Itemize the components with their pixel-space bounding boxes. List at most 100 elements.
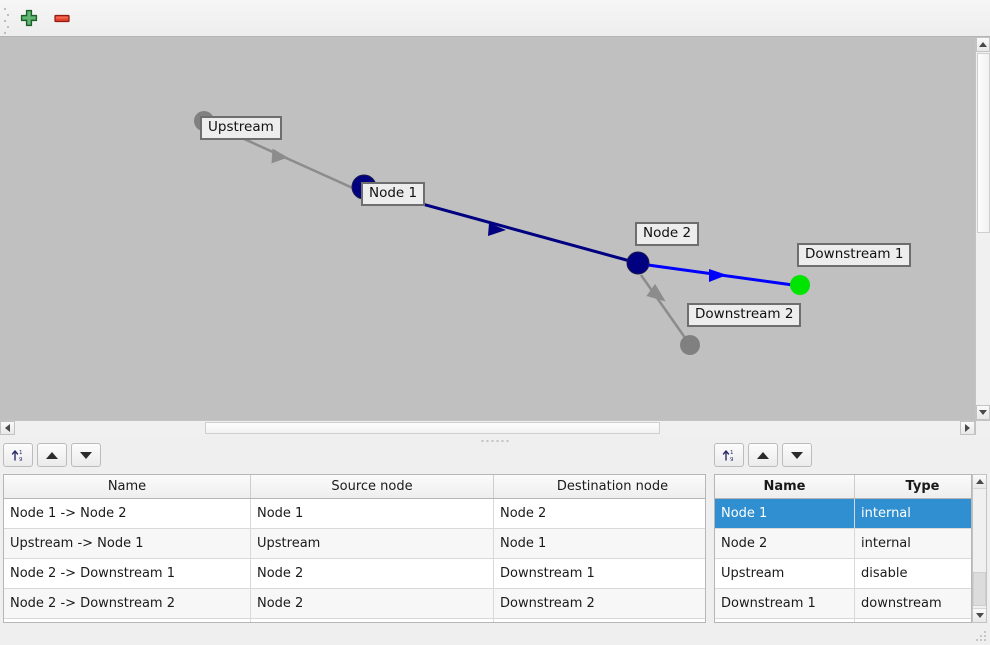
empty-cell bbox=[715, 618, 855, 622]
nodes-col-name[interactable]: Name bbox=[715, 475, 855, 499]
canvas-hscroll-thumb[interactable] bbox=[205, 422, 660, 434]
table-row[interactable]: Node 2 -> Downstream 2 Node 2 Downstream… bbox=[4, 588, 705, 619]
nodes-col-type[interactable]: Type bbox=[854, 475, 971, 499]
edge-source-cell: Upstream bbox=[250, 528, 494, 559]
svg-text:9: 9 bbox=[19, 457, 23, 463]
add-node-button[interactable] bbox=[15, 5, 43, 31]
table-row[interactable]: Upstream -> Node 1 Upstream Node 1 bbox=[4, 528, 705, 559]
node-type-cell: disable bbox=[854, 558, 971, 589]
main-toolbar bbox=[0, 0, 990, 37]
chevron-left-icon bbox=[5, 424, 10, 432]
table-row-empty[interactable] bbox=[715, 618, 971, 622]
triangle-up-icon bbox=[757, 451, 769, 459]
canvas-vscroll-thumb[interactable] bbox=[977, 53, 990, 233]
node-name-cell: Upstream bbox=[715, 558, 855, 589]
graph-node-downstream2[interactable] bbox=[680, 335, 700, 355]
svg-text:9: 9 bbox=[730, 457, 734, 463]
splitter-grip bbox=[481, 440, 509, 442]
table-row[interactable]: Node 2 -> Downstream 1 Node 2 Downstream… bbox=[4, 558, 705, 589]
node-name-cell: Node 2 bbox=[715, 528, 855, 559]
empty-cell bbox=[250, 618, 494, 622]
edges-col-destination[interactable]: Destination node bbox=[493, 475, 705, 499]
graph-canvas-area: Upstream Node 1 Node 2 Downstream 1 Down… bbox=[0, 37, 990, 435]
edges-col-name[interactable]: Name bbox=[4, 475, 251, 499]
edges-move-down-button[interactable] bbox=[71, 443, 101, 467]
nodes-panel: 1 9 Name Type bbox=[711, 443, 990, 623]
nodes-panel-toolbar: 1 9 bbox=[711, 443, 990, 468]
node-type-cell: downstream bbox=[854, 588, 971, 619]
empty-cell bbox=[854, 618, 971, 622]
node-name-cell: Downstream 1 bbox=[715, 588, 855, 619]
graph-label-node1[interactable]: Node 1 bbox=[361, 182, 426, 206]
table-row[interactable]: Downstream 1 downstream bbox=[715, 588, 971, 619]
scroll-left-button[interactable] bbox=[0, 421, 15, 435]
edges-table-container[interactable]: Name Source node Destination node Node 1… bbox=[3, 474, 706, 623]
graph-node-downstream1[interactable] bbox=[790, 275, 810, 295]
canvas-vertical-scrollbar[interactable] bbox=[975, 37, 990, 420]
edge-name-cell: Node 2 -> Downstream 1 bbox=[4, 558, 251, 589]
edge-source-cell: Node 2 bbox=[250, 588, 494, 619]
scrollbar-corner bbox=[975, 420, 990, 435]
graph-canvas[interactable]: Upstream Node 1 Node 2 Downstream 1 Down… bbox=[0, 37, 975, 420]
nodes-scroll-down-button[interactable] bbox=[973, 608, 986, 622]
graph-label-node2[interactable]: Node 2 bbox=[635, 222, 700, 246]
canvas-horizontal-scrollbar[interactable] bbox=[0, 420, 975, 435]
edges-col-source[interactable]: Source node bbox=[250, 475, 494, 499]
node-type-cell: internal bbox=[854, 528, 971, 559]
pane-splitter[interactable] bbox=[0, 435, 990, 446]
edge-destination-cell: Downstream 2 bbox=[493, 588, 705, 619]
svg-text:1: 1 bbox=[730, 450, 734, 456]
table-row[interactable]: Node 1 -> Node 2 Node 1 Node 2 bbox=[4, 498, 705, 529]
sort-icon: 1 9 bbox=[722, 450, 734, 463]
chevron-right-icon bbox=[965, 424, 970, 432]
scroll-up-button[interactable] bbox=[976, 37, 990, 52]
scroll-down-button[interactable] bbox=[976, 405, 990, 420]
edge-name-cell: Node 2 -> Downstream 2 bbox=[4, 588, 251, 619]
nodes-scroll-thumb[interactable] bbox=[973, 572, 986, 606]
triangle-down-icon bbox=[791, 451, 803, 459]
edge-node2-downstream1[interactable] bbox=[647, 263, 794, 287]
sort-icon: 1 9 bbox=[11, 450, 23, 463]
nodes-move-down-button[interactable] bbox=[782, 443, 812, 467]
graph-svg bbox=[194, 111, 810, 355]
table-row[interactable]: Upstream disable bbox=[715, 558, 971, 589]
triangle-up-icon bbox=[46, 451, 58, 459]
graph-node-node2[interactable] bbox=[626, 251, 650, 275]
edge-destination-cell: Node 2 bbox=[493, 498, 705, 529]
edges-panel: 1 9 Name Source node Destination node bbox=[0, 443, 709, 623]
edge-destination-cell: Downstream 1 bbox=[493, 558, 705, 589]
edges-table-header-row: Name Source node Destination node bbox=[4, 475, 705, 499]
svg-text:1: 1 bbox=[19, 450, 23, 456]
graph-label-upstream[interactable]: Upstream bbox=[200, 116, 282, 140]
table-row[interactable]: Node 2 internal bbox=[715, 528, 971, 559]
nodes-scroll-up-button[interactable] bbox=[973, 475, 986, 489]
window-resize-grip[interactable] bbox=[973, 628, 986, 641]
graph-label-downstream2[interactable]: Downstream 2 bbox=[687, 303, 802, 327]
chevron-up-icon bbox=[975, 479, 984, 484]
nodes-table: Name Type Node 1 internal Node 2 interna… bbox=[715, 475, 971, 622]
node-type-cell: internal bbox=[854, 498, 971, 529]
table-row-empty[interactable] bbox=[4, 618, 705, 622]
remove-node-button[interactable] bbox=[48, 5, 76, 31]
edge-source-cell: Node 2 bbox=[250, 558, 494, 589]
chevron-up-icon bbox=[979, 42, 987, 47]
nodes-sort-button[interactable]: 1 9 bbox=[714, 443, 744, 467]
edge-name-cell: Node 1 -> Node 2 bbox=[4, 498, 251, 529]
edge-destination-cell: Node 1 bbox=[493, 528, 705, 559]
edge-source-cell: Node 1 bbox=[250, 498, 494, 529]
chevron-down-icon bbox=[975, 613, 984, 618]
nodes-move-up-button[interactable] bbox=[748, 443, 778, 467]
nodes-table-header-row: Name Type bbox=[715, 475, 971, 499]
nodes-table-scrollbar[interactable] bbox=[972, 474, 987, 623]
empty-cell bbox=[493, 618, 705, 622]
toolbar-drag-handle[interactable] bbox=[4, 8, 9, 34]
graph-label-downstream1[interactable]: Downstream 1 bbox=[797, 243, 912, 267]
nodes-table-container[interactable]: Name Type Node 1 internal Node 2 interna… bbox=[714, 474, 972, 623]
table-row[interactable]: Node 1 internal bbox=[715, 498, 971, 529]
empty-cell bbox=[4, 618, 251, 622]
edges-move-up-button[interactable] bbox=[37, 443, 67, 467]
edge-node2-downstream2[interactable] bbox=[639, 274, 690, 343]
edges-sort-button[interactable]: 1 9 bbox=[3, 443, 33, 467]
scroll-right-button[interactable] bbox=[960, 421, 975, 435]
green-plus-icon bbox=[20, 9, 38, 27]
